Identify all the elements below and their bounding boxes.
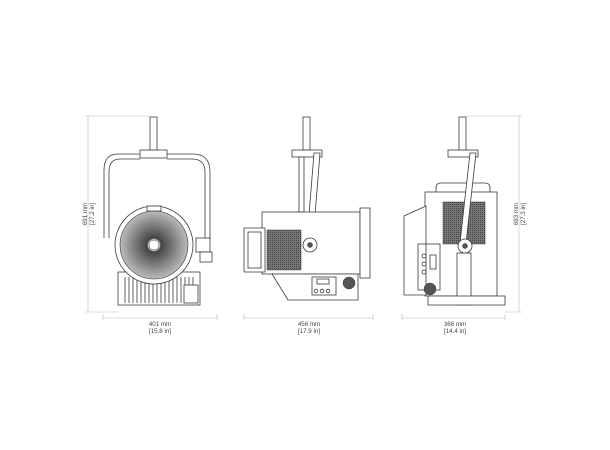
side-width-in: [17.9 in] [298,328,320,335]
front-height-in: [27.2 in] [89,203,96,225]
rear-height-mm: 693 mm [513,203,520,225]
front-width-in: [15.8 in] [149,328,171,335]
rear-height-in: [27.3 in] [520,203,527,225]
side-width-mm: 456 mm [298,321,320,328]
rear-width-in: [14.4 in] [444,328,466,335]
front-height-mm: 691 mm [82,203,89,225]
front-width-mm: 401 mm [149,321,171,328]
rear-view: 693 mm [27.3 in] 366 mm [14.4 in] [401,115,527,335]
rear-width-mm: 366 mm [444,321,466,328]
side-view: 456 mm [17.9 in] [243,116,374,335]
front-view: 691 mm [27.2 in] 401 mm [15.8 in] [82,115,218,335]
